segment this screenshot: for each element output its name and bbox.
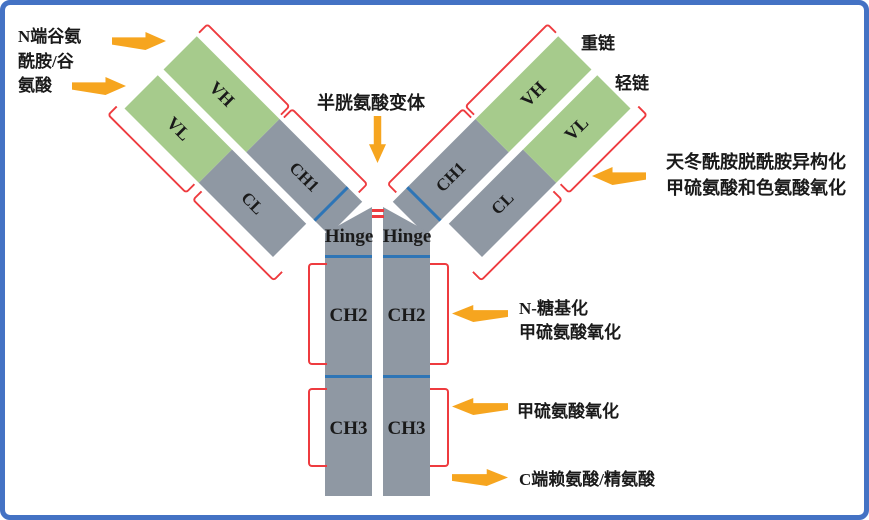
left-vl-label: VL — [162, 112, 195, 145]
left-ch3-label: CH3 — [329, 418, 368, 439]
c-terminal-arrow-icon — [452, 469, 508, 486]
n-terminal-vh-arrow-icon — [112, 32, 166, 50]
met-oxidation-arrow-icon — [452, 398, 508, 415]
left-cl-label: CL — [237, 187, 268, 218]
n-terminal-line1: N端谷氨 — [18, 27, 82, 46]
light-chain-annotation: 轻链 — [615, 74, 649, 93]
right-vl-label: VL — [560, 112, 593, 145]
cysteine-variant-annotation: 半胱氨酸变体 — [317, 93, 425, 113]
disulfide-bond-line — [372, 209, 384, 212]
n-terminal-annotation: N端谷氨 酰胺/谷 氨酸 — [18, 25, 81, 99]
right-ch1-label: CH1 — [431, 157, 470, 196]
right-hinge-label: Hinge — [382, 226, 432, 247]
c-terminal-annotation: C端赖氨酸/精氨酸 — [519, 470, 655, 489]
right-ch2-ch3-boundary-line — [383, 375, 430, 378]
right-ch3-label: CH3 — [387, 418, 426, 439]
deamidation-arrow-icon — [592, 167, 646, 185]
heavy-chain-annotation: 重链 — [581, 34, 615, 53]
left-vh-label: VH — [205, 77, 239, 111]
n-terminal-line2: 酰胺/谷 — [18, 51, 74, 71]
cysteine-variant-arrow-icon — [369, 116, 386, 163]
deamidation-annotation: 天冬酰胺脱酰胺异构化 甲硫氨酸和色氨酸氧化 — [666, 149, 846, 201]
deamidation-line2: 甲硫氨酸和色氨酸氧化 — [666, 178, 846, 198]
left-hinge-label: Hinge — [324, 226, 374, 247]
n-terminal-line3: 氨酸 — [18, 76, 52, 95]
right-fc-stem — [383, 207, 430, 496]
left-ch2-label: CH2 — [329, 305, 368, 326]
ch2-right-bracket — [430, 263, 449, 365]
left-ch2-ch3-boundary-line — [325, 375, 372, 378]
left-fc-stem — [325, 207, 372, 496]
glycosylation-line1: N-糖基化 — [519, 299, 588, 318]
right-cl-label: CL — [487, 187, 518, 218]
right-vh-label: VH — [516, 77, 550, 111]
ch3-right-bracket — [430, 388, 449, 467]
ch3-left-bracket — [308, 388, 327, 467]
left-ch1-label: CH1 — [285, 157, 324, 196]
right-ch2-label: CH2 — [387, 305, 426, 326]
met-oxidation-annotation: 甲硫氨酸氧化 — [517, 402, 619, 421]
glycosylation-line2: 甲硫氨酸氧化 — [519, 323, 621, 342]
disulfide-bond-line — [372, 215, 384, 218]
right-hinge-ch2-boundary-line — [383, 255, 430, 258]
deamidation-line1: 天冬酰胺脱酰胺异构化 — [666, 152, 846, 172]
glycosylation-arrow-icon — [452, 305, 508, 322]
ch2-left-bracket — [308, 263, 327, 365]
left-hinge-ch2-boundary-line — [325, 255, 372, 258]
glycosylation-annotation: N-糖基化 甲硫氨酸氧化 — [519, 297, 621, 345]
